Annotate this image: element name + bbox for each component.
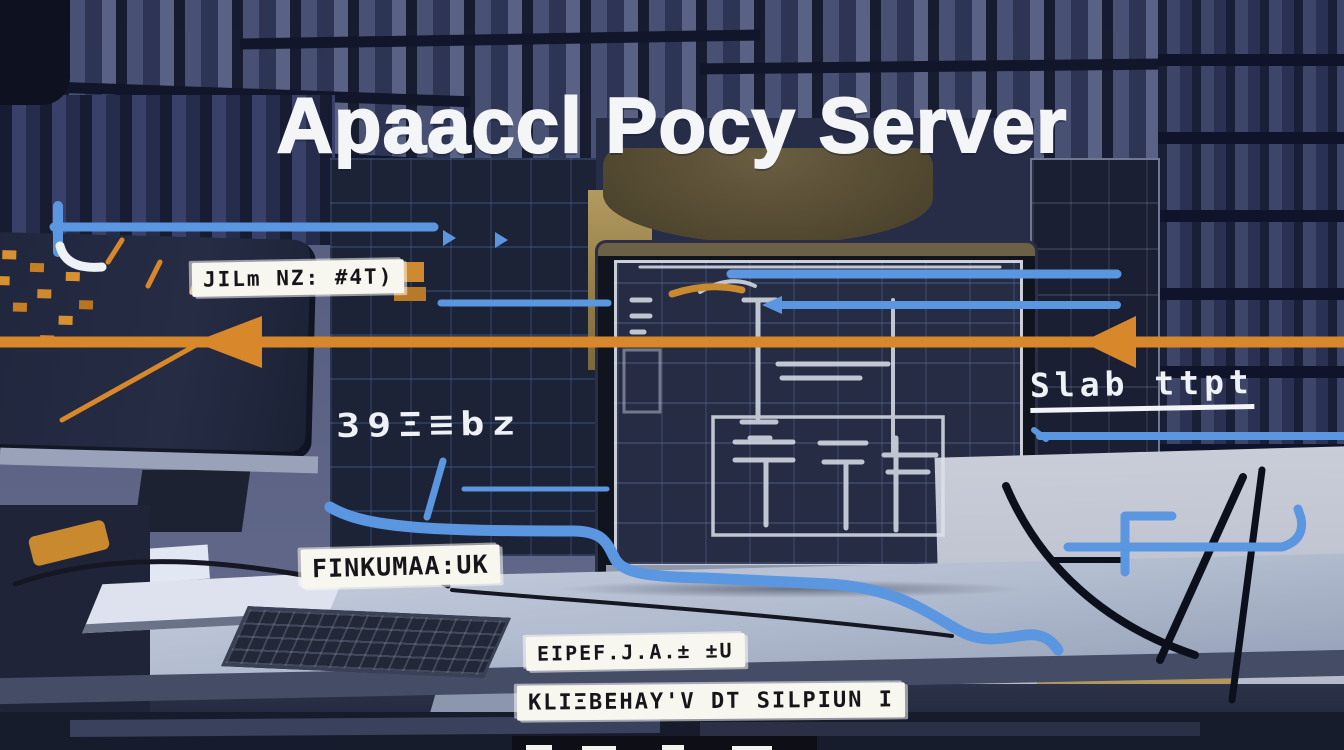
code-blocks [2,250,17,260]
keyboard [221,606,511,678]
paint-fragment [526,745,552,750]
bottom-streak [700,722,1200,736]
paint-fragment [732,746,772,750]
annotation-tag-bottom: KLIΞBEHAY'V DT SILPIUN I [516,682,906,721]
page-title: Apaaccl Pocy Server [276,80,1068,170]
annotation-tag-request: JILm NZ: #4T) [191,259,405,297]
paint-fragment [582,746,616,750]
center-monitor-top-bezel [598,243,1035,256]
cropped-label [512,736,817,750]
chair-silhouette [603,148,933,244]
annotation-tag-host: FINKUMAA:UK [300,544,501,589]
annotation-scribble-left: 39Ξ≡bz [335,404,523,446]
annotation-scribble-right: Slab ttpt [1029,362,1255,413]
annotation-tag-mid: EIPEF.J.A.± ±U [525,633,745,671]
paint-fragment [662,745,684,750]
dark-corner [0,0,70,105]
left-monitor-stand [133,470,251,532]
monitor-shadow [556,580,1026,598]
grid-panel [330,158,602,556]
